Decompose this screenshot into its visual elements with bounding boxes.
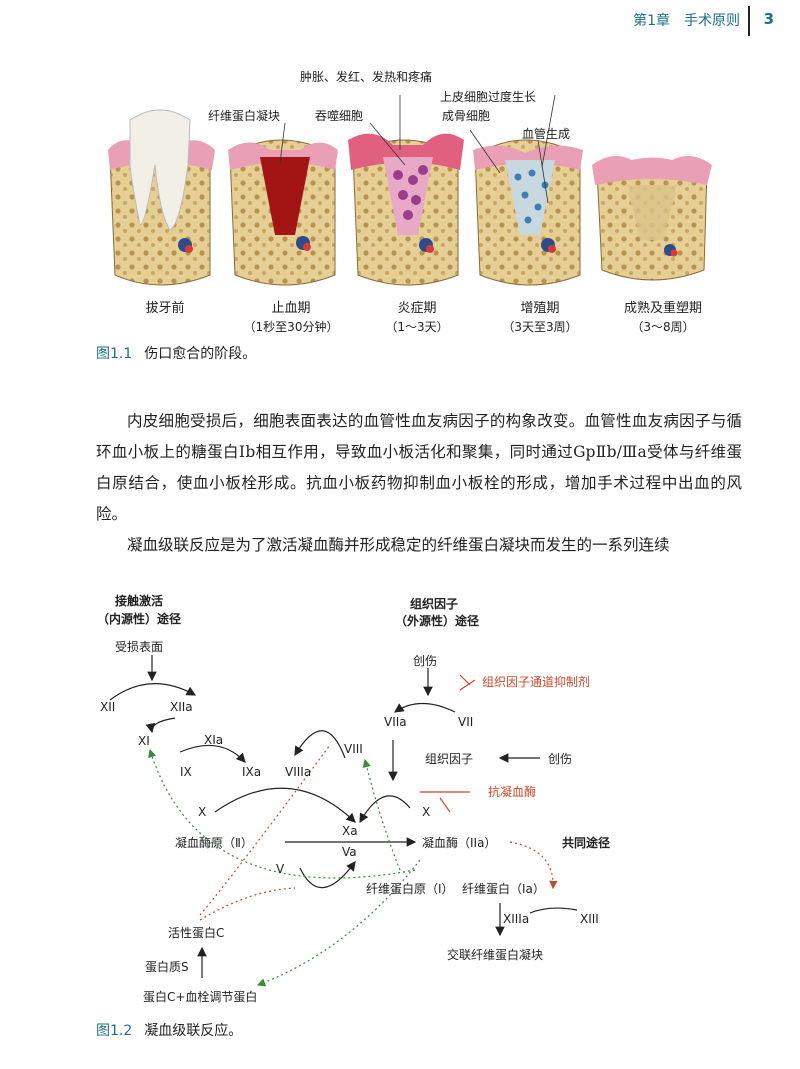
wound-healing-illustration [108,95,712,286]
stage-name-4: 增殖期 [520,301,560,316]
stage-5-maturation [592,156,712,281]
figure-1-number: 图1.1 [96,346,133,362]
intrinsic-title-1: 接触激活 [115,594,164,608]
protein-s: 蛋白质S [145,960,189,974]
prothrombin: 凝血酶原（Ⅱ） [175,836,253,850]
factor-x-left: X [198,805,207,819]
factor-xiiia: XIIIa [503,912,530,926]
extrinsic-title-1: 组织因子 [410,597,459,611]
factor-xi: XI [138,734,150,748]
header-divider [748,6,750,36]
chapter-title: 第1章 手术原则 [633,13,740,29]
factor-xiia: XIIa [170,700,193,714]
common-pathway: 共同途径 [562,836,611,850]
label-osteoblast: 成骨细胞 [442,109,491,123]
factor-xiii: XIII [580,912,599,926]
paragraph-1: 内皮细胞受损后，细胞表面表达的血管性血友病因子的构象改变。血管性血友病因子与循环… [96,412,742,523]
crosslinked-fibrin: 交联纤维蛋白凝块 [447,948,544,962]
trauma-2: 创伤 [548,752,573,766]
stage-time-2: （1秒至30分钟） [243,320,339,334]
stage-name-3: 炎症期 [397,301,437,316]
factor-v: V [276,862,285,876]
damaged-surface: 受损表面 [115,640,164,654]
label-fibrin-clot: 纤维蛋白凝块 [208,109,281,123]
tissue-factor: 组织因子 [425,752,474,766]
label-angiogenesis: 血管生成 [522,127,571,141]
factor-ix: IX [180,765,192,779]
factor-ixa: IXa [242,765,262,779]
stage-name-5: 成熟及重塑期 [623,301,702,316]
factor-x-right: X [422,805,431,819]
stage-name-1: 拔牙前 [145,301,185,316]
stage-time-3: （1～3天） [385,320,449,334]
factor-viiia: VIIIa [285,765,312,779]
fibrin: 纤维蛋白（Ia） [462,882,545,896]
antithrombin-label: 抗凝血酶 [488,785,537,799]
page-number: 3 [763,10,774,28]
factor-xa: Xa [342,824,358,838]
activated-protein-c: 活性蛋白C [168,926,225,940]
intrinsic-title-2: （内源性）途径 [97,612,182,626]
factor-va: Va [342,845,357,859]
thrombin: 凝血酶（IIa） [422,836,497,850]
stage-time-5: （3～8周） [631,320,695,334]
stage-time-4: （3天至3周） [502,320,578,334]
factor-xia: XIa [204,733,224,747]
label-swelling: 肿胀、发红、发热和疼痛 [300,70,433,84]
factor-xii: XII [100,700,116,714]
factor-viia: VIIa [384,715,407,729]
stage-4-proliferation [473,139,583,286]
extrinsic-title-2: （外源性）途径 [395,614,480,628]
stage-name-2: 止血期 [271,301,311,316]
figure-1-caption: 图1.1 伤口愈合的阶段。 [96,343,256,363]
figure-2-number: 图1.2 [96,1023,133,1039]
tfpi-label: 组织因子通道抑制剂 [482,675,591,689]
stage-3-inflammation [348,133,464,286]
fibrinogen: 纤维蛋白原（Ⅰ） [366,882,454,896]
factor-vii: VII [458,715,474,729]
label-phagocyte: 吞噬细胞 [315,109,364,123]
trauma-1: 创伤 [413,654,438,668]
protein-c-thrombomodulin: 蛋白C+血栓调节蛋白 [143,990,258,1004]
figure-1-caption-text: 伤口愈合的阶段。 [144,346,257,362]
label-epithelial: 上皮细胞过度生长 [440,90,537,104]
factor-viii: VIII [344,742,363,756]
figure-2-caption-text: 凝血级联反应。 [144,1023,243,1039]
stage-1-tooth [108,109,215,286]
stage-2-clot [228,139,338,286]
paragraph-2: 凝血级联反应是为了激活凝血酶并形成稳定的纤维蛋白凝块而发生的一系列连续 [127,536,670,554]
figure-2-caption: 图1.2 凝血级联反应。 [96,1020,242,1040]
